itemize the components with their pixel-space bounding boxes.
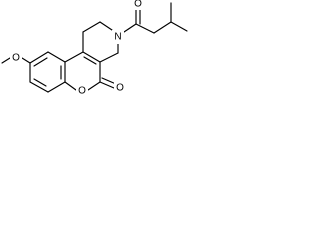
methoxy-oxygen-label: O [12,53,20,64]
lactone-carbonyl-bond-2 [101,77,117,85]
ring-nitrogen-label: N [114,32,121,43]
lactone-carbonyl-oxygen-background [114,82,126,94]
amide-bond [123,23,137,33]
benzene-bond-4 [47,81,66,93]
tetrahydro-ring-bond-2 [82,21,101,33]
benzene-bond-2 [47,51,66,63]
methoxy-oxygen-background [10,52,22,64]
pyranone-double-bond [83,56,97,65]
pyranone-bond-2 [82,51,101,63]
lactone-carbonyl-oxygen-label: O [116,83,124,94]
methoxy-o-bond [21,57,31,64]
lactone-carbonyl-bond-1 [99,81,115,89]
chemical-structure-diagram: O N O O O [1,0,188,97]
benzene-double-bond-3 [33,78,47,87]
benzene-bond-1 [29,51,49,64]
lactone-oxygen-label: O [78,86,86,97]
benzene-bond-5 [29,81,49,93]
chain-bond-2 [153,21,172,34]
chain-bond-4 [170,21,188,32]
amide-carbonyl-oxygen-label: O [134,0,142,10]
pyranone-bond-5 [64,81,77,91]
methyl-bond [1,57,11,64]
pyranone-bond-4 [87,81,101,91]
benzene-double-bond-1 [33,57,48,67]
lactone-oxygen-background [76,85,88,97]
pyranone-bond-1 [64,51,84,63]
tetrahydro-ring-bond-5 [99,52,119,63]
amide-carbonyl-oxygen-background [132,0,144,10]
tetrahydro-ring-bond-3 [99,21,113,31]
ring-nitrogen-background [112,30,124,44]
chain-bond-1 [135,23,155,34]
